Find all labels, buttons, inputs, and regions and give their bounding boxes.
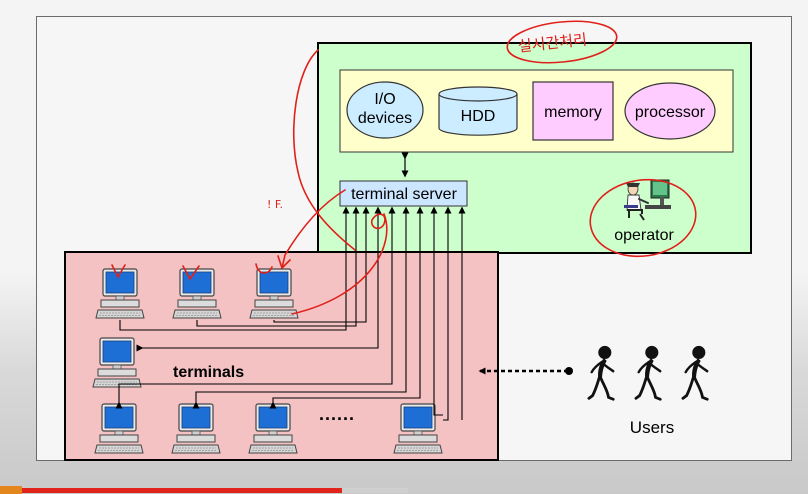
terminal-icon: [171, 403, 221, 454]
operator-label: operator: [614, 227, 674, 244]
operator-icon: [624, 179, 671, 221]
terminal-icon: [94, 403, 144, 454]
terminal-server-node: [339, 180, 468, 207]
memory-node: [532, 81, 614, 141]
terminal-icon: [92, 337, 142, 388]
slide-footer-bar: [0, 486, 808, 494]
annotation-side-scribble: ! F.: [267, 198, 283, 211]
more-terminals-ellipsis: ......: [319, 404, 355, 424]
hdd-node: [438, 86, 518, 136]
io-devices-label-line2: devices: [358, 110, 412, 127]
handwritten-annotations: [111, 20, 697, 315]
terminal-icon: [172, 268, 222, 319]
processor-label: processor: [635, 104, 706, 121]
users-arrow-origin: [565, 367, 573, 375]
io-devices-node: [346, 81, 424, 139]
terminal-icon: [248, 403, 298, 454]
terminal-icon: [95, 268, 145, 319]
terminal-server-label: terminal server: [351, 186, 457, 203]
footer-brand-mark: [0, 486, 22, 494]
memory-label: memory: [544, 104, 602, 121]
terminal-connections: [115, 206, 466, 421]
user-figure-icon: [681, 345, 709, 401]
hdd-label: HDD: [461, 108, 496, 125]
footer-progress-gray: [342, 488, 408, 493]
terminals-label: terminals: [173, 364, 244, 381]
io-devices-label-line1: I/O: [374, 91, 395, 108]
user-figure-icon: [587, 345, 615, 401]
footer-progress-red: [22, 488, 342, 493]
terminal-icon: [249, 268, 299, 319]
terminal-icon: [393, 403, 443, 454]
users-label: Users: [630, 418, 674, 437]
user-figure-icon: [634, 345, 662, 401]
processor-node: [624, 82, 716, 140]
